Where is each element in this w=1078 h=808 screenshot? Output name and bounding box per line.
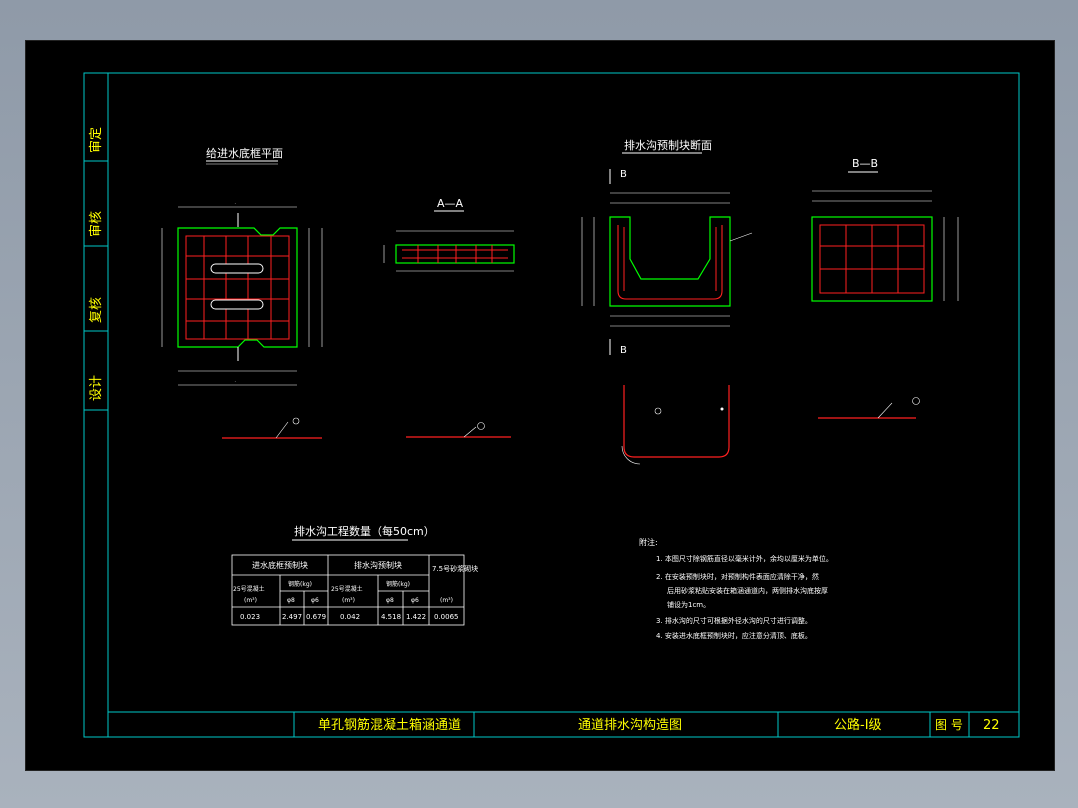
cut-mark-b-bottom: B [620,345,627,356]
drain-title: 排水沟预制块断面 [624,138,712,152]
cut-mark-b-top: B [620,169,627,180]
quantity-table: 排水沟工程数量（每50cm） 进水底框预制块 排水沟预制块 7.5号砂浆砌块 2… [231,524,478,626]
table-cell-value: 0.042 [340,613,360,621]
drain-section: 排水沟预制块断面 B B [581,138,753,465]
title-block: 单孔钢筋混凝土箱涵通道 通道排水沟构造图 公路-I级 图 号 22 [108,711,1019,737]
side-strip [83,72,109,411]
table-sub-concrete-2: 25号混凝土 [331,585,363,593]
note-item: 4. 安装进水底框预制块时，应注意分清顶、底板。 [656,631,812,640]
side-label-check: 复核 [89,297,104,323]
table-cell-value: 1.422 [406,613,426,621]
table-col-phi8-1: φ8 [287,597,295,604]
notes-title: 附注: [639,537,658,547]
table-col-phi6-2: φ6 [411,597,419,604]
table-col-phi6-1: φ6 [311,597,319,604]
sheet-number-label: 图 号 [935,718,963,732]
table-unit-3: (m³) [440,597,453,604]
table-header-drain: 排水沟预制块 [354,560,402,570]
table-unit-2: (m³) [342,597,355,604]
note-item: 3. 排水沟的尺寸可根据外径水沟的尺寸进行调整。 [656,616,812,625]
side-label-design: 设计 [89,375,104,401]
drawing-border [83,72,1020,738]
table-cell-value: 2.497 [282,613,302,621]
section-aa-title: A—A [437,197,464,210]
section-bb-title: B—B [852,157,878,170]
note-item: 2. 在安装预制块时，对预制构件表面应清除干净，然 [656,572,819,581]
side-label-review: 审核 [89,211,104,237]
plan-title: 给进水底框平面 [206,146,283,160]
note-item: 铺设为1cm。 [667,600,710,609]
table-col-phi8-2: φ8 [386,597,394,604]
table-cell-value: 0.0065 [434,613,459,621]
table-sub-steel-1: 钢筋(kg) [288,580,312,588]
notes: 附注: 1. 本图尺寸除钢筋直径以毫米计外，余均以厘米为单位。 2. 在安装预制… [639,537,833,640]
section-bb: B—B [811,157,959,302]
table-cell-value: 0.679 [306,613,326,621]
table-sub-concrete-1: 25号混凝土 [233,585,265,593]
note-item: 后用砂浆粘贴安装在箱涵通道内，两侧排水沟底按厚 [667,586,828,595]
side-label-approve: 审定 [89,127,104,153]
section-aa: A—A [383,197,515,272]
table-sub-steel-2: 钢筋(kg) [386,580,410,588]
sheet-number: 22 [983,718,1000,733]
svg-text:·: · [234,201,236,206]
table-title: 排水沟工程数量（每50cm） [294,524,435,538]
note-item: 1. 本图尺寸除钢筋直径以毫米计外，余均以厘米为单位。 [656,554,833,563]
table-unit-1: (m³) [244,597,257,604]
svg-text:·: · [234,379,236,384]
project-name: 单孔钢筋混凝土箱涵通道 [318,717,461,733]
table-header-mortar: 7.5号砂浆砌块 [432,564,478,573]
table-cell-value: 0.023 [240,613,260,621]
drawing-sheet: 审定 审核 复核 设计 给进水底框平面 [25,40,1055,771]
table-header-inlet: 进水底框预制块 [252,560,308,570]
plan-view: 给进水底框平面 [161,146,323,386]
rebar-details [222,397,920,439]
table-cell-value: 4.518 [381,613,401,621]
drawing-name: 通道排水沟构造图 [578,718,682,733]
road-grade: 公路-I级 [834,717,882,733]
cad-drawing: 审定 审核 复核 设计 给进水底框平面 [83,72,1020,738]
